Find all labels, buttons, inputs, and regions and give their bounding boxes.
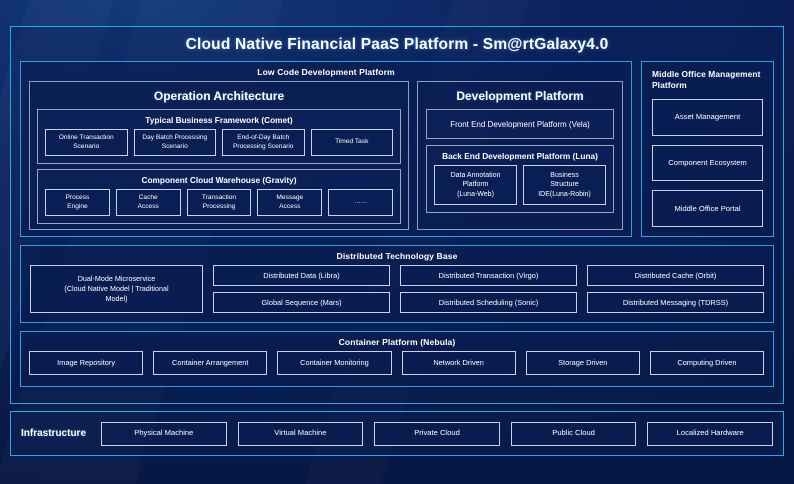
cell-dual-mode-microservice[interactable]: Dual-Mode Microservice (Cloud Native Mod… (30, 265, 203, 313)
distributed-technology-base-title: Distributed Technology Base (336, 251, 458, 261)
distributed-technology-base-body: Dual-Mode Microservice (Cloud Native Mod… (21, 265, 773, 321)
cell-business-structure-ide[interactable]: Business Structure IDE(Luna-Robin) (523, 165, 606, 205)
development-platform-title: Development Platform (456, 89, 584, 103)
cell-end-of-day-batch-processing-scenario[interactable]: End-of-Day Batch Processing Scenario (222, 129, 305, 156)
gravity-cells: Process Engine Cache Access Transaction … (38, 189, 400, 223)
group-title-gravity: Component Cloud Warehouse (Gravity) (141, 175, 297, 185)
cell-storage-driven[interactable]: Storage Driven (525, 351, 640, 375)
page-title: Cloud Native Financial PaaS Platform - S… (185, 36, 609, 53)
dtb-column-transaction: Distributed Transaction (Virgo) Distribu… (400, 265, 577, 313)
container-platform-cells: Image Repository Container Arrangement C… (21, 351, 773, 383)
section-low-code-development-platform: Low Code Development Platform Operation … (20, 61, 632, 237)
operation-architecture-title: Operation Architecture (153, 89, 285, 103)
cell-distributed-cache[interactable]: Distributed Cache (Orbit) (587, 265, 764, 286)
section-distributed-technology-base: Distributed Technology Base Dual-Mode Mi… (20, 245, 774, 323)
group-typical-business-framework: Typical Business Framework (Comet) Onlin… (37, 109, 401, 164)
cell-image-repository[interactable]: Image Repository (29, 351, 144, 375)
dtb-column-dual-mode: Dual-Mode Microservice (Cloud Native Mod… (30, 265, 203, 313)
cell-component-ecosystem[interactable]: Component Ecosystem (652, 144, 763, 182)
dtb-column-cache: Distributed Cache (Orbit) Distributed Me… (587, 265, 764, 313)
cell-more-ellipsis[interactable]: …… (328, 189, 393, 216)
cell-container-monitoring[interactable]: Container Monitoring (277, 351, 392, 375)
middle-office-title: Middle Office Management Platform (652, 69, 761, 90)
cell-message-access[interactable]: Message Access (257, 189, 323, 216)
low-code-body: Operation Architecture Typical Business … (21, 81, 631, 237)
top-row: Low Code Development Platform Operation … (11, 54, 783, 237)
cell-middle-office-portal[interactable]: Middle Office Portal (652, 190, 763, 227)
cell-data-annotation-platform[interactable]: Data Annotation Platform (Luna-Web) (434, 165, 517, 205)
development-platform-body: Front End Development Platform (Vela) Ba… (418, 109, 622, 213)
cell-distributed-transaction[interactable]: Distributed Transaction (Virgo) (400, 265, 577, 286)
cell-front-end-development-platform[interactable]: Front End Development Platform (Vela) (426, 109, 614, 139)
section-container-platform: Container Platform (Nebula) Image Reposi… (20, 331, 774, 387)
cell-physical-machine[interactable]: Physical Machine (101, 421, 227, 446)
cell-day-batch-processing-scenario[interactable]: Day Batch Processing Scenario (133, 129, 216, 156)
cell-process-engine[interactable]: Process Engine (45, 189, 110, 216)
cell-private-cloud[interactable]: Private Cloud (374, 421, 500, 446)
cell-global-sequence[interactable]: Global Sequence (Mars) (213, 292, 390, 313)
cell-asset-management[interactable]: Asset Management (652, 98, 763, 136)
luna-cells: Data Annotation Platform (Luna-Web) Busi… (427, 165, 613, 212)
infrastructure-label: Infrastructure (21, 428, 87, 439)
group-title-luna: Back End Development Platform (Luna) (442, 151, 598, 161)
group-component-cloud-warehouse: Component Cloud Warehouse (Gravity) Proc… (37, 169, 401, 224)
comet-cells: Online Transaction Scenario Day Batch Pr… (38, 129, 400, 163)
cell-network-driven[interactable]: Network Driven (401, 351, 516, 375)
cell-public-cloud[interactable]: Public Cloud (510, 421, 637, 446)
cell-computing-driven[interactable]: Computing Driven (649, 351, 765, 375)
group-back-end-development-platform: Back End Development Platform (Luna) Dat… (426, 145, 614, 213)
cell-distributed-data[interactable]: Distributed Data (Libra) (213, 265, 390, 286)
cell-distributed-scheduling[interactable]: Distributed Scheduling (Sonic) (400, 292, 577, 313)
low-code-title: Low Code Development Platform (257, 67, 395, 77)
cell-distributed-messaging[interactable]: Distributed Messaging (TDRSS) (587, 292, 764, 313)
section-infrastructure: Infrastructure Physical Machine Virtual … (10, 411, 784, 456)
middle-office-items: Asset Management Component Ecosystem Mid… (642, 91, 773, 236)
pillar-operation-architecture: Operation Architecture Typical Business … (29, 81, 409, 230)
group-title-comet: Typical Business Framework (Comet) (145, 115, 293, 125)
dtb-column-data: Distributed Data (Libra) Global Sequence… (213, 265, 390, 313)
cell-cache-access[interactable]: Cache Access (115, 189, 181, 216)
pillar-development-platform: Development Platform Front End Developme… (417, 81, 623, 230)
container-platform-title: Container Platform (Nebula) (338, 337, 456, 347)
cell-online-transaction-scenario[interactable]: Online Transaction Scenario (45, 129, 128, 156)
cell-timed-task[interactable]: Timed Task (310, 129, 393, 156)
cell-localized-hardware[interactable]: Localized Hardware (647, 421, 773, 446)
cell-container-arrangement[interactable]: Container Arrangement (153, 351, 268, 375)
platform-panel: Cloud Native Financial PaaS Platform - S… (10, 26, 784, 404)
section-middle-office-management-platform: Middle Office Management Platform Asset … (641, 61, 774, 237)
cell-virtual-machine[interactable]: Virtual Machine (237, 421, 364, 446)
cell-transaction-processing[interactable]: Transaction Processing (186, 189, 252, 216)
